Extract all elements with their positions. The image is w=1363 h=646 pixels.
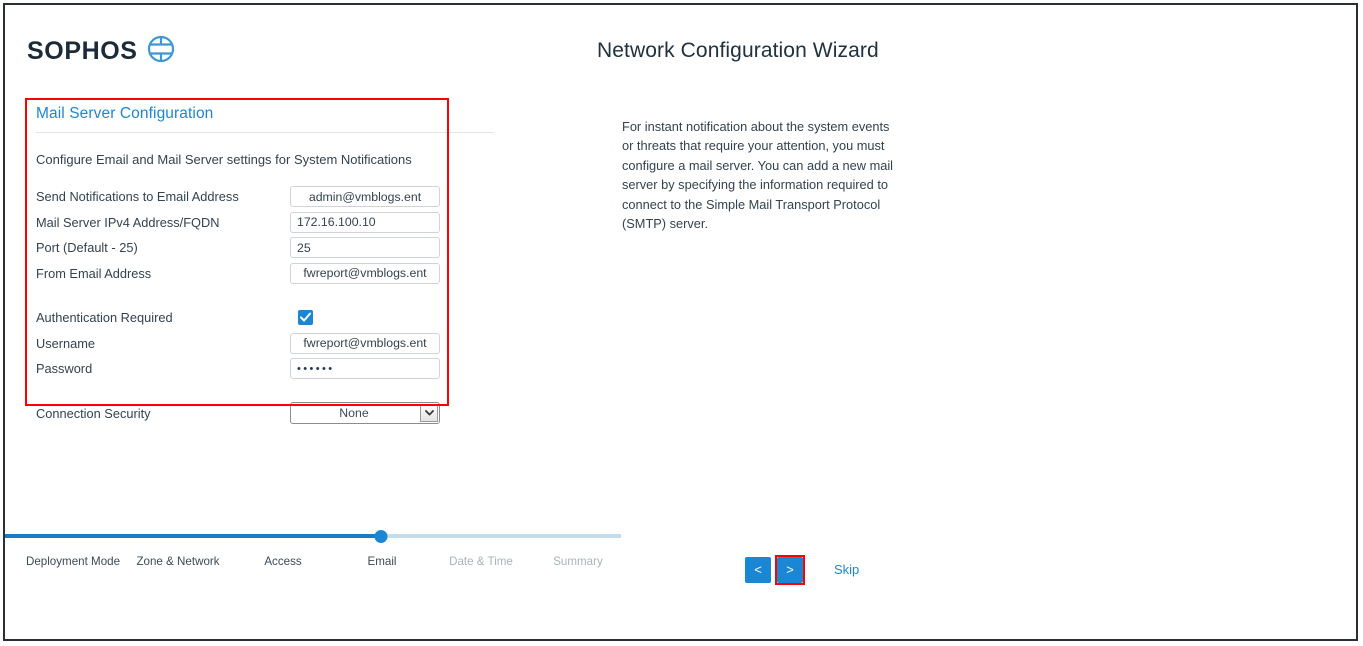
form-row-auth-required: Authentication Required — [36, 305, 487, 331]
connection-security-select[interactable]: None — [290, 402, 440, 425]
label-port: Port (Default - 25) — [36, 240, 138, 256]
form-row-mail-server: Mail Server IPv4 Address/FQDN — [36, 210, 487, 236]
form-row-notify-email: Send Notifications to Email Address — [36, 184, 487, 210]
form-row-connection-security: Connection Security None — [36, 401, 487, 427]
mail-server-form: Send Notifications to Email Address Mail… — [36, 184, 487, 426]
panel-subtitle: Configure Email and Mail Server settings… — [36, 152, 412, 167]
check-icon — [300, 312, 311, 322]
wizard-step-email[interactable]: Email — [367, 555, 397, 568]
form-row-from-email: From Email Address — [36, 261, 487, 287]
connection-security-value: None — [339, 406, 369, 421]
skip-link[interactable]: Skip — [834, 562, 860, 577]
wizard-step-deployment-mode[interactable]: Deployment Mode — [25, 555, 121, 568]
panel-divider — [36, 132, 494, 133]
password-input[interactable] — [290, 358, 440, 380]
chevron-down-icon[interactable] — [420, 404, 438, 423]
label-username: Username — [36, 335, 96, 351]
wizard-step-summary[interactable]: Summary — [553, 555, 603, 568]
panel-heading: Mail Server Configuration — [36, 105, 214, 122]
mail-server-panel: Mail Server Configuration Configure Emai… — [27, 97, 494, 426]
label-connection-security: Connection Security — [36, 405, 151, 421]
previous-button[interactable]: < — [745, 557, 771, 583]
form-row-password: Password — [36, 356, 487, 382]
port-input[interactable] — [290, 237, 440, 259]
progress-fill — [5, 534, 381, 538]
form-row-username: Username — [36, 331, 487, 357]
from-email-input[interactable] — [290, 262, 440, 284]
auth-required-checkbox[interactable] — [298, 310, 313, 326]
next-button[interactable]: > — [777, 557, 803, 583]
window-frame: SOPHOS Network Configuration Wizard Mail… — [3, 3, 1358, 641]
wizard-steps: Deployment Mode Zone & Network Access Email… — [5, 553, 621, 593]
label-notify-email: Send Notifications to Email Address — [36, 189, 239, 205]
wizard-step-access[interactable]: Access — [264, 555, 302, 568]
username-input[interactable] — [290, 332, 440, 354]
help-text: For instant notification about the syste… — [622, 119, 894, 232]
wizard-step-zone-network[interactable]: Zone & Network — [136, 555, 220, 568]
label-auth-required: Authentication Required — [36, 310, 173, 326]
label-password: Password — [36, 361, 93, 377]
globe-icon — [147, 35, 175, 68]
wizard-progress-bar — [5, 529, 621, 543]
wizard-step-date-time[interactable]: Date & Time — [449, 555, 513, 568]
label-mail-server: Mail Server IPv4 Address/FQDN — [36, 214, 220, 230]
sophos-logo: SOPHOS — [27, 35, 175, 68]
page-title: Network Configuration Wizard — [597, 39, 879, 62]
label-from-email: From Email Address — [36, 265, 152, 281]
form-row-port: Port (Default - 25) — [36, 235, 487, 261]
brand-name: SOPHOS — [27, 37, 138, 65]
mail-server-input[interactable] — [290, 211, 440, 233]
progress-current-dot — [374, 529, 388, 543]
notify-email-input[interactable] — [290, 186, 440, 208]
